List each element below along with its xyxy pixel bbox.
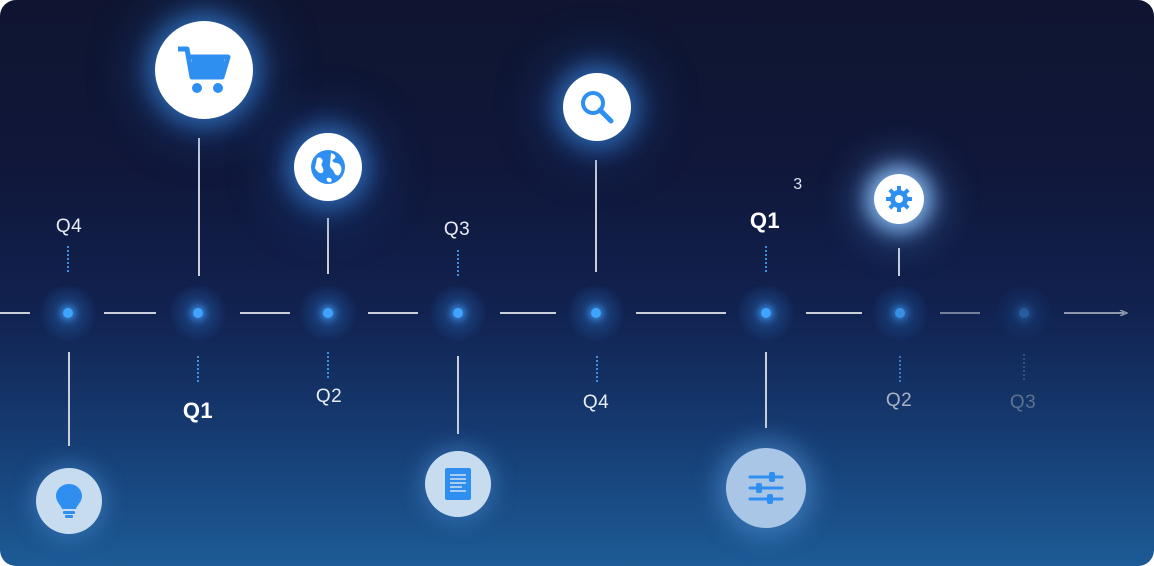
connector-stem [198, 138, 200, 276]
dotted-connector [1023, 354, 1027, 380]
dotted-connector [197, 356, 201, 382]
shopping-cart-icon [178, 46, 231, 93]
dotted-connector [457, 250, 461, 276]
node-dot [323, 308, 333, 318]
gear-bubble [874, 174, 924, 224]
sliders-bubble [726, 448, 806, 528]
timeline-segment [368, 312, 418, 314]
node-dot [761, 308, 771, 318]
gear-icon [886, 186, 912, 212]
dotted-connector [67, 246, 71, 272]
timeline-segment [500, 312, 556, 314]
node-dot [591, 308, 601, 318]
timeline-segment [0, 312, 30, 314]
quarter-label: Q1 [749, 208, 781, 233]
connector-stem [457, 356, 459, 434]
globe-bubble [294, 133, 362, 201]
timeline-node [430, 285, 486, 341]
node-dot [63, 308, 73, 318]
timeline-segment [636, 312, 726, 314]
connector-stem [595, 160, 597, 272]
quarter-label: Q4 [582, 392, 610, 413]
connector-stem [765, 352, 767, 428]
connector-stem [327, 218, 329, 274]
document-bubble [425, 451, 491, 517]
timeline-node [170, 285, 226, 341]
timeline-segment [940, 312, 980, 314]
globe-icon [311, 150, 345, 184]
node-dot [1019, 308, 1029, 318]
timeline-segment [806, 312, 862, 314]
timeline-node [872, 285, 928, 341]
timeline-node [300, 285, 356, 341]
lightbulb-icon [56, 484, 82, 518]
timeline-node [40, 285, 96, 341]
quarter-label: Q2 [315, 386, 343, 407]
quarter-label: Q1 [182, 398, 214, 423]
timeline-segment [104, 312, 156, 314]
timeline-node [996, 285, 1052, 341]
node-dot [193, 308, 203, 318]
magnifier-icon [581, 91, 614, 124]
node-dot [453, 308, 463, 318]
sliders-icon [748, 472, 784, 504]
document-icon [445, 468, 471, 500]
connector-stem [898, 248, 900, 276]
dotted-connector [765, 246, 769, 272]
dotted-connector [596, 356, 600, 382]
quarter-label: Q2 [885, 390, 913, 411]
node-dot [895, 308, 905, 318]
bulb-bubble [36, 468, 102, 534]
stray-glyph: 3 [793, 176, 803, 193]
connector-stem [68, 352, 70, 446]
timeline-arrow [1064, 310, 1128, 316]
cart-bubble [155, 21, 253, 119]
timeline-segment [240, 312, 290, 314]
timeline-node [738, 285, 794, 341]
quarter-label: Q3 [1009, 392, 1037, 413]
quarter-label: Q4 [55, 216, 83, 237]
timeline-node [568, 285, 624, 341]
quarter-label: Q3 [443, 219, 471, 240]
dotted-connector [899, 356, 903, 382]
dotted-connector [327, 352, 331, 378]
search-bubble [563, 73, 631, 141]
